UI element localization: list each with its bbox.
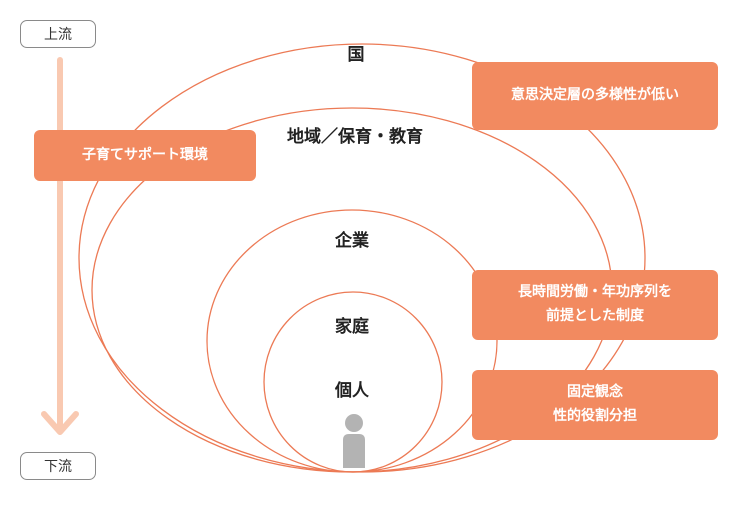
factor-long-hours-line-1: 長時間労働・年功序列を	[518, 284, 672, 301]
downstream-label: 下流	[20, 452, 96, 480]
factor-fixed-ideas-box: 固定観念 性的役割分担	[472, 370, 718, 440]
downstream-arrow	[41, 57, 79, 435]
factor-childcare-box: 子育てサポート環境	[34, 130, 256, 181]
person-icon	[343, 414, 365, 468]
factor-fixed-ideas-line-2: 性的役割分担	[553, 408, 637, 424]
factor-fixed-ideas-line-1: 固定観念	[567, 384, 623, 401]
factor-childcare-text: 子育てサポート環境	[82, 146, 208, 163]
factor-long-hours-line-2: 前提とした制度	[546, 308, 644, 324]
factor-long-hours-box: 長時間労働・年功序列を 前提とした制度	[472, 270, 718, 340]
upstream-label: 上流	[20, 20, 96, 48]
layer-region-label: 地域／保育・教育	[287, 127, 423, 147]
factor-diversity-box: 意思決定層の多様性が低い	[472, 62, 718, 130]
layer-country-label: 国	[347, 45, 365, 65]
layer-family-label: 家庭	[335, 317, 369, 337]
layer-company-label: 企業	[335, 231, 369, 251]
circle-family	[263, 291, 443, 473]
layer-individual-label: 個人	[335, 381, 369, 401]
factor-diversity-text: 意思決定層の多様性が低い	[511, 87, 679, 104]
